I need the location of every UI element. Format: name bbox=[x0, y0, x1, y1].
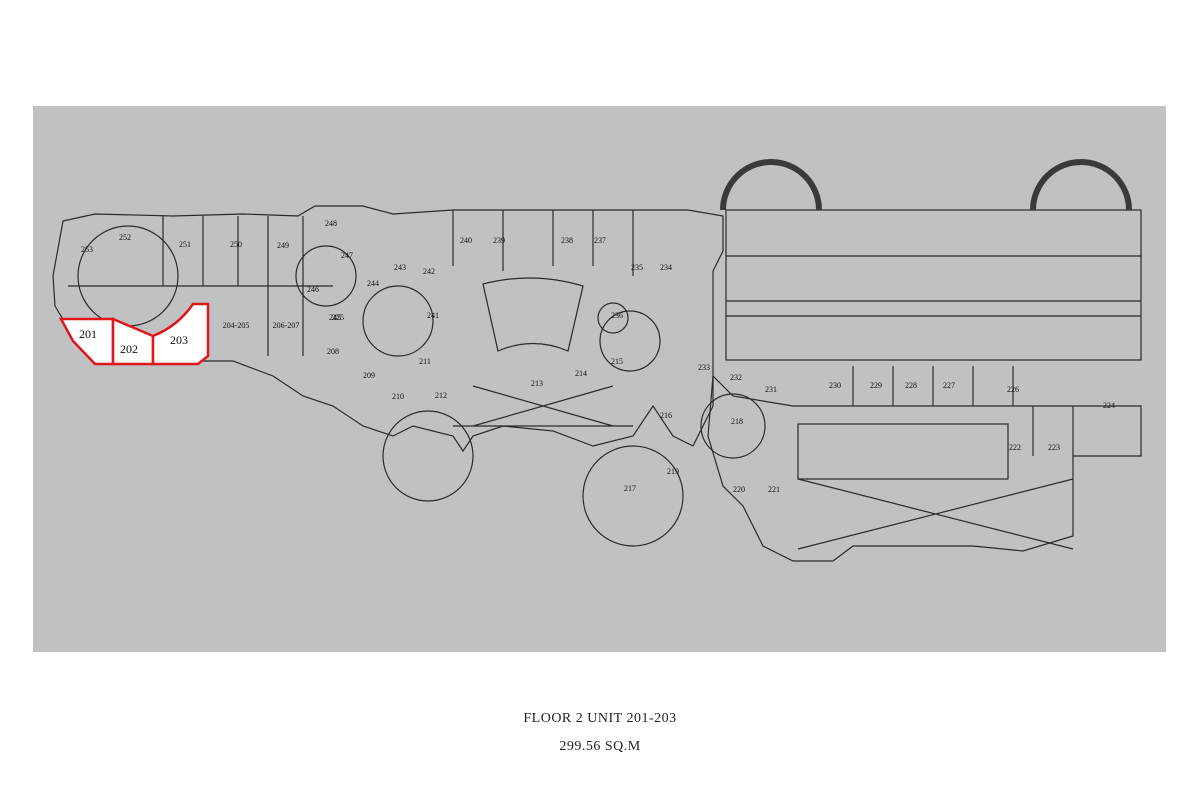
unit-label: 231 bbox=[765, 385, 777, 394]
unit-label: 252 bbox=[119, 233, 131, 242]
unit-label: 234 bbox=[660, 263, 672, 272]
unit-label: 251 bbox=[179, 240, 191, 249]
unit-label: 253 bbox=[81, 245, 93, 254]
unit-202-label: 202 bbox=[120, 342, 138, 356]
unit-label: 230 bbox=[829, 381, 841, 390]
unit-label: 238 bbox=[561, 236, 573, 245]
unit-label: 216 bbox=[660, 411, 672, 420]
unit-label: 209 bbox=[363, 371, 375, 380]
unit-label: 224 bbox=[1103, 401, 1115, 410]
unit-label: 227 bbox=[943, 381, 955, 390]
plan-title: FLOOR 2 UNIT 201-203 bbox=[523, 711, 677, 726]
unit-label: 228 bbox=[905, 381, 917, 390]
unit-label: 232 bbox=[730, 373, 742, 382]
unit-label: 240 bbox=[460, 236, 472, 245]
unit-203-outline bbox=[151, 302, 210, 366]
unit-label: 211 bbox=[419, 357, 431, 366]
floor-plan-drawing: 201 202 203 204-205 206-207 208 209 210 … bbox=[52, 159, 1142, 562]
unit-label: 215 bbox=[611, 357, 623, 366]
unit-label: 225 bbox=[332, 313, 344, 322]
unit-label: 237 bbox=[594, 236, 606, 245]
unit-label: 206-207 bbox=[273, 321, 300, 330]
unit-label: 208 bbox=[327, 347, 339, 356]
unit-label: 247 bbox=[341, 251, 353, 260]
unit-label: 210 bbox=[392, 392, 404, 401]
unit-label: 235 bbox=[631, 263, 643, 272]
unit-label: 242 bbox=[423, 267, 435, 276]
unit-label: 246 bbox=[307, 285, 319, 294]
unit-label: 222 bbox=[1009, 443, 1021, 452]
unit-label: 233 bbox=[698, 363, 710, 372]
unit-label: 241 bbox=[427, 311, 439, 320]
unit-label: 226 bbox=[1007, 385, 1019, 394]
unit-label: 236 bbox=[611, 311, 623, 320]
unit-label: 249 bbox=[277, 241, 289, 250]
unit-label: 250 bbox=[230, 240, 242, 249]
unit-label: 217 bbox=[624, 484, 636, 493]
floor-plan: 201 202 203 204-205 206-207 208 209 210 … bbox=[33, 106, 1166, 652]
unit-201-label: 201 bbox=[79, 327, 97, 341]
unit-label: 212 bbox=[435, 391, 447, 400]
unit-label: 223 bbox=[1048, 443, 1060, 452]
unit-label: 245 bbox=[329, 313, 341, 322]
unit-label: 243 bbox=[394, 263, 406, 272]
unit-label: 204-205 bbox=[223, 321, 250, 330]
unit-label: 239 bbox=[493, 236, 505, 245]
building-outline bbox=[52, 159, 1142, 562]
unit-201-outline bbox=[58, 317, 115, 366]
unit-203-label: 203 bbox=[170, 333, 188, 347]
unit-label: 213 bbox=[531, 379, 543, 388]
unit-label: 244 bbox=[367, 279, 379, 288]
unit-labels: 204-205 206-207 208 209 210 211 212 213 … bbox=[81, 219, 1115, 494]
unit-label: 229 bbox=[870, 381, 882, 390]
unit-label: 248 bbox=[325, 219, 337, 228]
plan-area-size: 299.56 SQ.M bbox=[559, 739, 641, 754]
unit-label: 220 bbox=[733, 485, 745, 494]
unit-label: 219 bbox=[667, 467, 679, 476]
highlighted-units-201-203: 201 202 203 bbox=[58, 302, 210, 366]
unit-label: 218 bbox=[731, 417, 743, 426]
unit-label: 214 bbox=[575, 369, 587, 378]
unit-label: 221 bbox=[768, 485, 780, 494]
